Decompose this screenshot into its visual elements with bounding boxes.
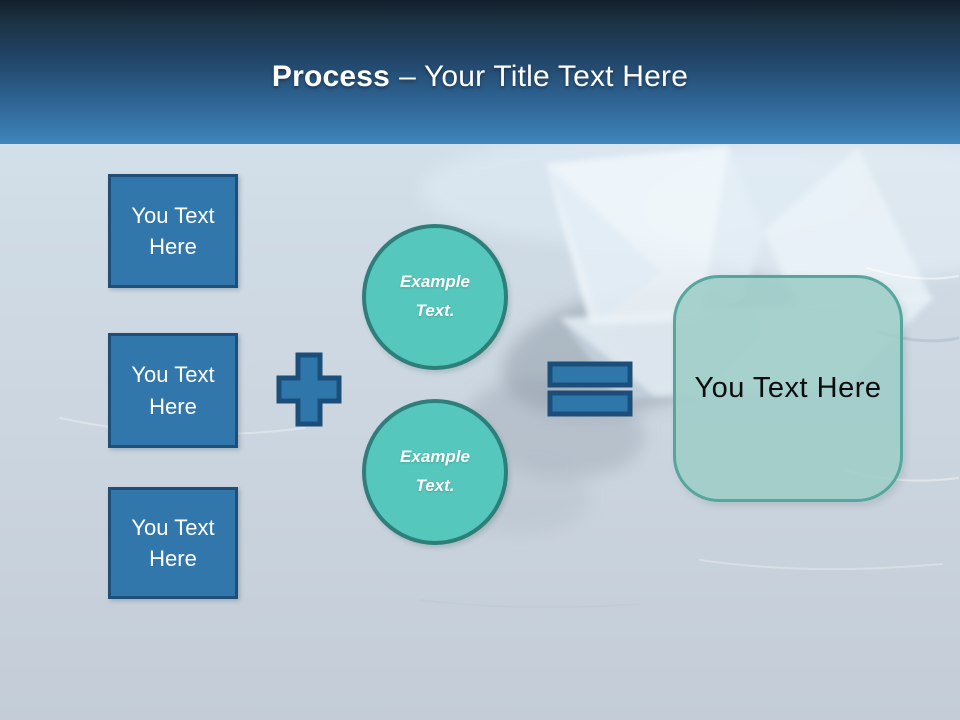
equals-icon	[547, 361, 633, 417]
example-circle-1-label: Example Text.	[400, 272, 470, 320]
slide-title: Process– Your Title Text Here	[272, 50, 688, 94]
input-box-2: You Text Here	[108, 333, 238, 448]
title-bar: Process– Your Title Text Here	[0, 0, 960, 144]
title-emphasis: Process	[271, 60, 391, 93]
title-rest: – Your Title Text Here	[399, 60, 689, 93]
result-box: You Text Here	[673, 275, 903, 502]
input-box-2-label: You Text Here	[131, 362, 215, 419]
input-box-3: You Text Here	[108, 487, 238, 599]
input-box-3-label: You Text Here	[131, 514, 215, 571]
example-circle-2-label: Example Text.	[400, 447, 470, 495]
result-box-label: You Text Here	[694, 372, 882, 404]
input-box-1-label: You Text Here	[131, 202, 215, 259]
example-circle-1: Example Text.	[362, 224, 508, 370]
example-circle-2: Example Text.	[362, 399, 508, 545]
plus-icon	[276, 352, 342, 427]
input-box-1: You Text Here	[108, 174, 238, 288]
